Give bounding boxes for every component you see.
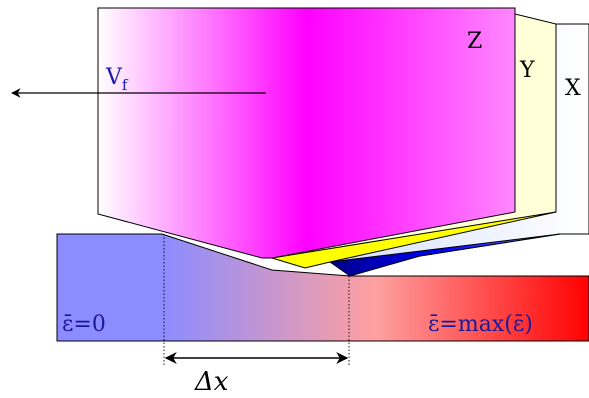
tool-z-label: Z xyxy=(467,29,482,54)
tool-y-label: Y xyxy=(519,58,535,83)
tool-x-chip xyxy=(328,233,561,277)
tool-y-chip xyxy=(271,211,557,269)
workpiece xyxy=(56,233,589,342)
feed-velocity-label: Vf xyxy=(105,65,129,94)
delta-x-label: Δx xyxy=(194,367,229,397)
tool-x-label: X xyxy=(565,76,581,101)
strain-max-label: ε̄=max(ε̄) xyxy=(428,312,533,337)
tool-z xyxy=(97,7,516,259)
strain-zero-label: ε̄=0 xyxy=(62,312,106,337)
